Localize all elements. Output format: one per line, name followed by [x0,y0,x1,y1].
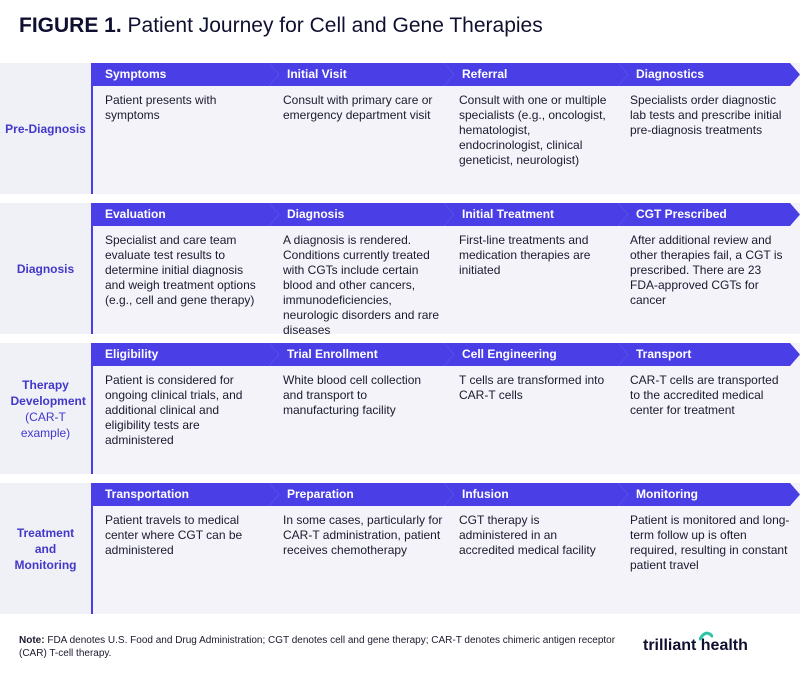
footnote-text: FDA denotes U.S. Food and Drug Administr… [19,635,616,659]
footnote: Note: FDA denotes U.S. Food and Drug Adm… [19,634,629,660]
step-arrow-transport: Transport [618,343,800,366]
step-desc: Patient is considered for ongoing clinic… [105,373,243,447]
step-desc: T cells are transformed into CAR-T cells [459,373,605,402]
step-desc: CGT therapy is administered in an accred… [459,513,596,557]
stage-label: Treatment and Monitoring [0,483,93,614]
step-arrow-referral: Referral [444,63,628,86]
step-arrow-infusion: Infusion [444,483,628,506]
step-arrow-initial-visit: Initial Visit [269,63,454,86]
step-desc: Consult with primary care or emergency d… [283,93,433,122]
stage-label: Therapy Development (CAR-T example) [0,343,93,474]
step-desc: First-line treatments and medication the… [459,233,591,277]
step-arrow-preparation: Preparation [269,483,454,506]
stage-label-text: Diagnosis [16,261,75,276]
stage-label: Pre-Diagnosis [0,63,93,194]
step-desc: Patient travels to medical center where … [105,513,243,557]
logo-text: trilliant health [643,637,748,654]
step-arrow-eligibility: Eligibility [93,343,279,366]
stage-body: Eligibility Trial Enrollment Cell Engine… [93,343,800,474]
stage-label: Diagnosis [0,203,93,334]
step-desc: Patient presents with symptoms [105,93,217,122]
figure-title: FIGURE 1. Patient Journey for Cell and G… [19,14,543,38]
step-arrow-initial-treatment: Initial Treatment [444,203,628,226]
step-arrow-cgt-prescribed: CGT Prescribed [618,203,800,226]
stage-label-text: Therapy Development [10,377,86,408]
step-desc: Specialists order diagnostic lab tests a… [630,93,782,137]
stage-label-text: Pre-Diagnosis [5,121,86,136]
step-arrow-trial-enrollment: Trial Enrollment [269,343,454,366]
step-desc: CAR-T cells are transported to the accre… [630,373,779,417]
stage-sublabel-text: (CAR-T example) [20,409,71,440]
stage-pre-diagnosis: Pre-Diagnosis Symptoms Initial Visit Ref… [0,63,800,194]
figure-title-text: Patient Journey for Cell and Gene Therap… [127,14,543,37]
stage-treatment-monitoring: Treatment and Monitoring Transportation … [0,483,800,614]
step-arrow-symptoms: Symptoms [93,63,279,86]
stage-diagnosis: Diagnosis Evaluation Diagnosis Initial T… [0,203,800,337]
stage-therapy-development: Therapy Development (CAR-T example) Elig… [0,343,800,474]
step-desc: Consult with one or multiple specialists… [459,93,607,167]
footnote-label: Note: [19,635,45,646]
step-arrow-diagnosis: Diagnosis [269,203,454,226]
step-desc: White blood cell collection and transpor… [283,373,422,417]
step-desc: Specialist and care team evaluate test r… [105,233,256,307]
step-arrow-cell-engineering: Cell Engineering [444,343,628,366]
step-arrow-diagnostics: Diagnostics [618,63,800,86]
stage-body: Evaluation Diagnosis Initial Treatment C… [93,203,800,337]
logo-accent-icon [699,631,713,641]
step-arrow-transportation: Transportation [93,483,279,506]
step-arrow-evaluation: Evaluation [93,203,279,226]
step-arrow-monitoring: Monitoring [618,483,800,506]
stage-body: Transportation Preparation Infusion Moni… [93,483,800,614]
figure-number: FIGURE 1. [19,14,122,37]
step-desc: In some cases, particularly for CAR-T ad… [283,513,443,557]
step-desc: A diagnosis is rendered. Conditions curr… [283,233,440,337]
step-desc: After additional review and other therap… [630,233,783,307]
step-desc: Patient is monitored and long-term follo… [630,513,790,572]
trilliant-health-logo: trilliant health [643,631,748,655]
stage-body: Symptoms Initial Visit Referral Diagnost… [93,63,800,194]
stage-label-text: Treatment and Monitoring [14,525,77,572]
